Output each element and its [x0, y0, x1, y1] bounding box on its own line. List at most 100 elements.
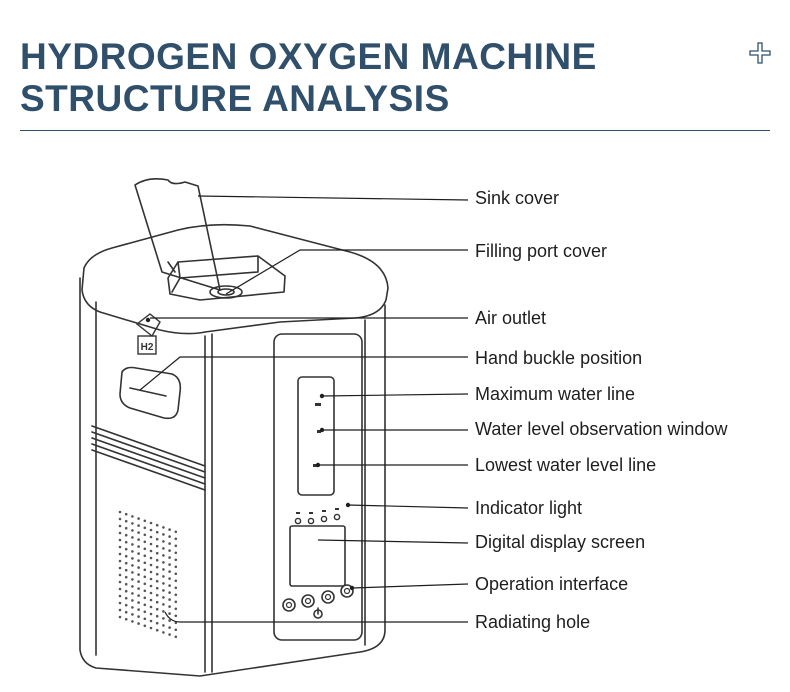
- label-operation-interface: Operation interface: [475, 574, 629, 594]
- radiating-hole-dot: [131, 515, 134, 518]
- label-water-level-observation-window: Water level observation window: [475, 419, 728, 439]
- radiating-hole-dot: [143, 617, 147, 621]
- radiating-hole-dot: [143, 596, 147, 600]
- radiating-hole-dot: [131, 564, 134, 567]
- radiating-hole-dot: [124, 561, 128, 565]
- radiating-hole-dot: [174, 544, 178, 548]
- radiating-hole-dot: [143, 568, 147, 572]
- radiating-hole-dot: [131, 585, 134, 588]
- radiating-hole-dot: [124, 568, 128, 572]
- sink-cover-panel: [134, 178, 221, 291]
- radiating-hole-dot: [162, 589, 165, 592]
- radiating-hole-dot: [155, 614, 159, 618]
- radiating-hole-dot: [149, 605, 153, 609]
- radiating-hole-dot: [131, 620, 134, 623]
- hand-buckle: [119, 366, 182, 420]
- radiating-hole-dot: [162, 596, 165, 599]
- radiating-hole-dot: [155, 523, 159, 527]
- radiating-hole-dot: [174, 635, 178, 639]
- radiating-hole-dot: [168, 528, 171, 531]
- leader-display-screen: [317, 539, 469, 544]
- radiating-hole-dot: [143, 547, 147, 551]
- radiating-hole-dot: [162, 533, 165, 536]
- radiating-hole-dot: [137, 538, 140, 541]
- radiating-hole-dot: [168, 633, 171, 636]
- radiating-hole-dot: [118, 538, 122, 542]
- radiating-hole-dot: [118, 615, 122, 619]
- radiating-hole-dot: [118, 531, 122, 535]
- radiating-hole-dot: [155, 530, 159, 534]
- filling-port: [209, 285, 243, 299]
- label-radiating-hole: Radiating hole: [475, 612, 591, 632]
- radiating-hole-dot: [168, 556, 171, 559]
- radiating-hole-dot: [168, 626, 171, 629]
- radiating-hole-dot: [124, 575, 128, 579]
- radiating-hole-dot: [118, 566, 122, 570]
- leader-operation-interface: [351, 583, 469, 589]
- front-panel: [273, 333, 363, 641]
- page-title: HYDROGEN OXYGEN MACHINE STRUCTURE ANALYS…: [20, 36, 597, 120]
- radiating-hole-dot: [131, 529, 134, 532]
- radiating-hole-dot: [162, 561, 165, 564]
- radiating-hole-dot: [137, 531, 140, 534]
- radiating-hole-dot: [174, 586, 178, 590]
- radiating-hole-dot: [124, 540, 128, 544]
- radiating-hole-dot: [149, 598, 153, 602]
- radiating-hole-dot: [124, 617, 128, 621]
- radiating-hole-dot: [174, 530, 178, 534]
- radiating-hole-dot: [162, 526, 165, 529]
- label-hand-buckle-position: Hand buckle position: [475, 348, 643, 368]
- radiating-hole-dot: [162, 582, 165, 585]
- radiating-hole-dot: [162, 540, 165, 543]
- radiating-hole-dot: [155, 572, 159, 576]
- radiating-hole-dot: [174, 607, 178, 611]
- radiating-hole-dot: [137, 580, 140, 583]
- radiating-hole-dot: [124, 554, 128, 558]
- plus-icon[interactable]: [749, 42, 771, 64]
- title-line-2: STRUCTURE ANALYSIS: [20, 78, 450, 119]
- leader-sink-cover: [197, 195, 469, 201]
- label-maximum-water-line: Maximum water line: [475, 384, 636, 404]
- radiating-hole-dot: [162, 603, 165, 606]
- radiating-hole-dot: [149, 619, 153, 623]
- leader-max-water: [321, 393, 469, 397]
- radiating-hole-dot: [124, 610, 128, 614]
- radiating-hole-dot: [124, 596, 128, 600]
- title-divider: [20, 130, 770, 131]
- radiating-hole-dot: [168, 563, 171, 566]
- radiating-hole-dot: [131, 578, 134, 581]
- radiating-hole-dot: [174, 558, 178, 562]
- radiating-hole-dot: [131, 522, 134, 525]
- radiating-hole-dot: [155, 600, 159, 604]
- leader-radiating-hole: [164, 611, 468, 623]
- radiating-hole-dot: [131, 599, 134, 602]
- radiating-hole-dot: [155, 607, 159, 611]
- radiating-hole-dot: [124, 533, 128, 537]
- radiating-hole-dot: [143, 582, 147, 586]
- radiating-hole-dot: [137, 587, 140, 590]
- radiating-hole-dot: [131, 536, 134, 539]
- radiating-hole-dot: [137, 594, 140, 597]
- radiating-hole-dot: [168, 542, 171, 545]
- radiating-hole-dot: [168, 535, 171, 538]
- observation-window: [297, 376, 335, 496]
- label-lowest-water-level-line: Lowest water level line: [475, 455, 657, 475]
- radiating-hole-dot: [137, 601, 140, 604]
- radiating-hole-dot: [137, 608, 140, 611]
- radiating-hole-dot: [118, 594, 122, 598]
- leader-filling-port-cover: [225, 249, 468, 295]
- radiating-hole-dot: [168, 619, 171, 622]
- radiating-hole-dot: [168, 570, 171, 573]
- radiating-hole-dot: [131, 613, 134, 616]
- radiating-hole-dot: [131, 571, 134, 574]
- radiating-hole-dot: [143, 624, 147, 628]
- radiating-hole-dot: [137, 566, 140, 569]
- radiating-hole-dot: [124, 526, 128, 530]
- radiating-hole-dot: [174, 600, 178, 604]
- radiating-hole-dot: [137, 545, 140, 548]
- h2-badge: [137, 335, 157, 355]
- radiating-hole-dot: [131, 543, 134, 546]
- machine-body: [79, 277, 386, 677]
- radiating-hole-dot: [162, 617, 165, 620]
- label-indicator-light: Indicator light: [475, 498, 583, 518]
